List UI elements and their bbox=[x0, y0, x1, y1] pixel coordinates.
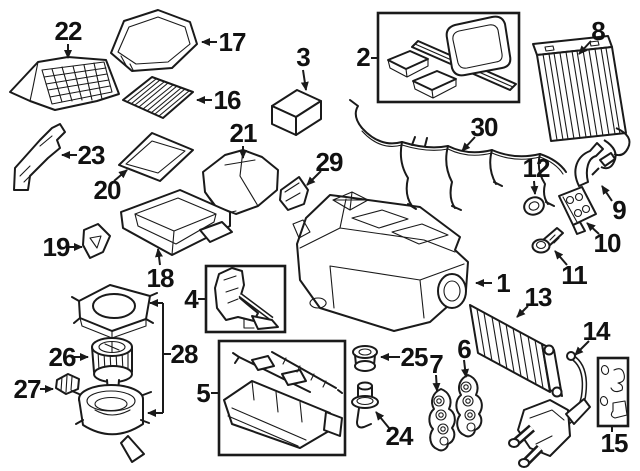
callout-label-8: 8 bbox=[591, 16, 606, 46]
part-15-clip-kit bbox=[599, 365, 628, 419]
part-6-pipe-flange-gasket bbox=[455, 374, 483, 438]
callout-label-16: 16 bbox=[213, 85, 242, 115]
callout-label-4: 4 bbox=[184, 284, 199, 314]
callout-label-29: 29 bbox=[315, 147, 344, 177]
part-23-side-trim-panel bbox=[13, 123, 66, 191]
callout-label-24: 24 bbox=[385, 421, 414, 451]
part-25-grommet bbox=[352, 345, 378, 372]
part-19-mounting-bracket bbox=[82, 223, 111, 259]
callout-label-13: 13 bbox=[524, 282, 553, 312]
callout-label-2: 2 bbox=[356, 42, 371, 72]
callout-label-25: 25 bbox=[400, 342, 429, 372]
part-3-foam-block bbox=[271, 89, 322, 136]
part-28-blower-housing-top bbox=[71, 284, 158, 339]
callout-label-3: 3 bbox=[296, 42, 311, 72]
part-20-filter-frame bbox=[118, 132, 194, 182]
callout-label-21: 21 bbox=[229, 118, 258, 148]
callout-label-18: 18 bbox=[146, 263, 175, 293]
part-12-o-ring bbox=[523, 196, 545, 216]
callout-label-26: 26 bbox=[48, 342, 77, 372]
kit-box-15 bbox=[596, 356, 630, 428]
callout-label-10: 10 bbox=[593, 228, 622, 258]
callout-label-27: 27 bbox=[13, 374, 42, 404]
part-27-retaining-clip-small bbox=[55, 373, 80, 395]
callout-label-15: 15 bbox=[600, 428, 629, 458]
callout-label-22: 22 bbox=[54, 16, 83, 46]
part-1-heater-box-housing bbox=[292, 191, 469, 332]
callout-label-28: 28 bbox=[170, 339, 199, 369]
part-9-retaining-clip bbox=[574, 142, 616, 187]
callout-label-17: 17 bbox=[218, 27, 247, 57]
part-17-filter-housing-cover bbox=[110, 9, 198, 72]
callout-label-14: 14 bbox=[582, 316, 611, 346]
callout-label-6: 6 bbox=[457, 334, 472, 364]
callout-label-12: 12 bbox=[522, 153, 551, 183]
part-14-coolant-pipe-assembly bbox=[508, 351, 591, 468]
part-4-actuator bbox=[214, 267, 279, 330]
callout-label-23: 23 bbox=[77, 140, 106, 170]
part-28-blower-housing-bottom bbox=[71, 384, 152, 463]
part-7-pipe-flange-gasket bbox=[428, 388, 456, 452]
callout-label-30: 30 bbox=[470, 112, 499, 142]
part-5-control-rod-assembly bbox=[223, 351, 343, 449]
part-18-filter-housing-tray bbox=[120, 189, 233, 256]
part-24-drain-valve bbox=[351, 381, 379, 429]
part-29-duct-piece bbox=[279, 176, 309, 211]
callout-label-19: 19 bbox=[42, 232, 71, 262]
part-21-air-intake-duct bbox=[202, 149, 279, 215]
part-10-expansion-valve bbox=[558, 186, 597, 235]
callout-label-20: 20 bbox=[93, 175, 122, 205]
callout-label-7: 7 bbox=[429, 349, 444, 379]
callout-label-1: 1 bbox=[496, 268, 511, 298]
callout-label-11: 11 bbox=[561, 260, 587, 290]
part-2-seal-kit bbox=[387, 15, 517, 99]
part-13-heater-core bbox=[469, 304, 563, 398]
part-22-cowl-grille-panel bbox=[9, 56, 120, 111]
part-11-bolt bbox=[531, 227, 564, 254]
part-30-wiring-harness bbox=[349, 99, 567, 211]
part-16-cabin-air-filter bbox=[122, 76, 194, 119]
callout-label-5: 5 bbox=[196, 378, 211, 408]
part-8-evaporator-core bbox=[532, 35, 631, 176]
callout-arrows bbox=[40, 38, 613, 432]
callout-label-9: 9 bbox=[612, 195, 627, 225]
